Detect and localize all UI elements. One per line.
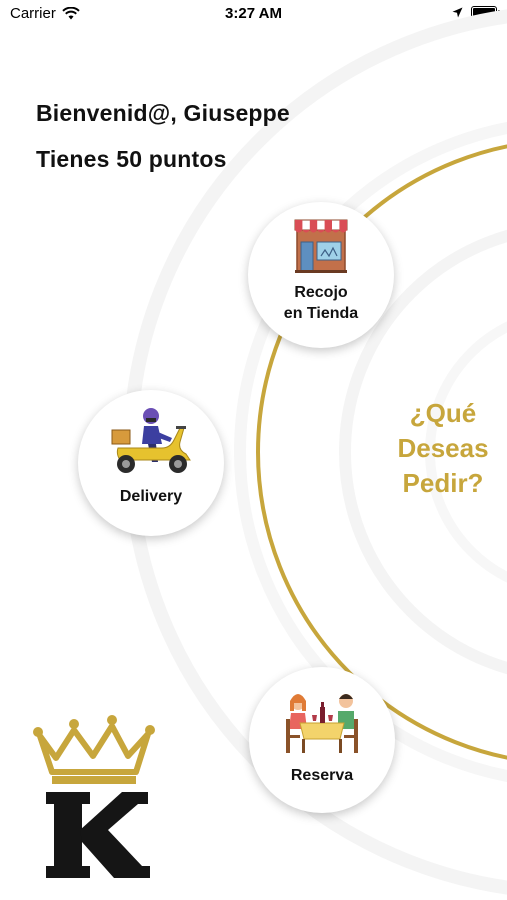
prompt-line2: Deseas [397,433,489,463]
delivery-scooter-icon [111,408,191,473]
crown-icon [33,715,155,784]
status-time: 3:27 AM [225,5,282,22]
prompt-line3: Pedir? [402,468,484,498]
status-bar: Carrier 3:27 AM [0,0,507,30]
pickup-in-store-button[interactable]: Recojo en Tienda [248,202,394,348]
greeting-text: Bienvenid@, Giuseppe [36,100,290,126]
delivery-button[interactable]: Delivery [78,390,224,536]
location-arrow-icon [452,7,463,17]
what-to-order-prompt: ¿Qué Deseas Pedir? [378,396,507,501]
carrier-label: Carrier [10,5,56,22]
pickup-label-line1: Recojo [294,284,348,301]
delivery-label: Delivery [119,488,183,505]
points-text: Tienes 50 puntos [36,146,227,172]
pickup-label-line2: en Tienda [283,305,359,322]
status-left: Carrier [10,5,80,22]
brand-logo [33,715,155,878]
store-icon [294,219,348,273]
wifi-icon [62,7,80,20]
reservation-button[interactable]: Reserva [249,667,395,813]
prompt-line1: ¿Qué [409,398,477,428]
k-letter-mark [46,792,150,878]
dining-couple-icon [286,694,358,753]
reservation-label: Reserva [290,767,354,784]
